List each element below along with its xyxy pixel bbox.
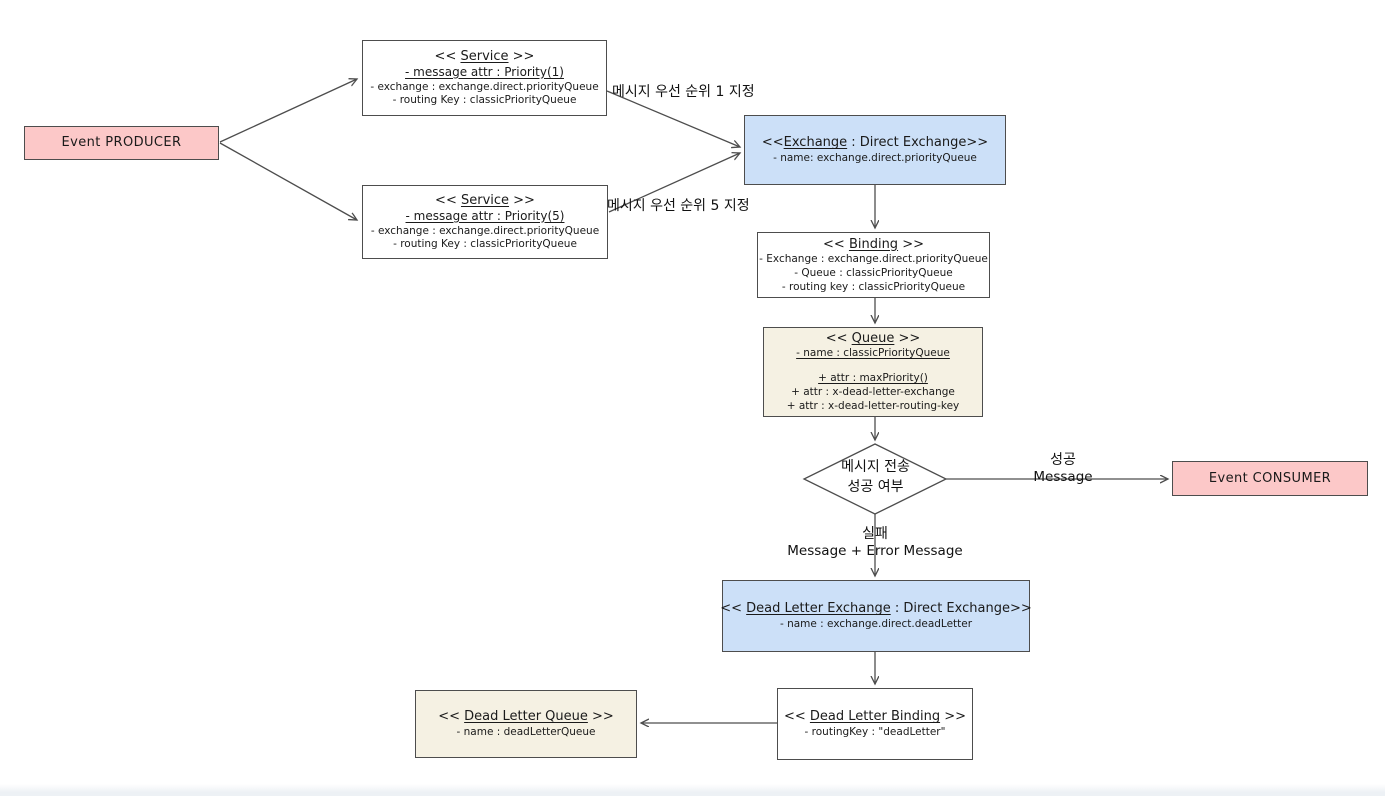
node-attr: - name : classicPriorityQueue	[796, 347, 950, 360]
stereotype-open: <<	[761, 135, 784, 151]
node-dead-letter-queue: << Dead Letter Queue >> - name : deadLet…	[415, 690, 637, 758]
edge-label-fail-top: 실패	[862, 526, 888, 542]
stereotype-open: <<	[438, 709, 465, 725]
node-label: Event CONSUMER	[1208, 470, 1332, 486]
stereotype-close: >>	[509, 192, 535, 208]
edge-label-success: 성공 Message	[1008, 449, 1118, 485]
node-name: Dead Letter Binding	[809, 709, 941, 725]
stereotype-open: <<	[825, 331, 852, 347]
node-name: Queue	[851, 331, 895, 347]
stereotype-open: <<	[783, 709, 810, 725]
node-title: <<Exchange : Direct Exchange>>	[762, 134, 988, 151]
node-title: << Dead Letter Exchange : Direct Exchang…	[720, 600, 1032, 617]
node-attr: - Queue : classicPriorityQueue	[794, 266, 953, 279]
node-title: << Queue >>	[826, 330, 921, 347]
node-queue: << Queue >> - name : classicPriorityQueu…	[763, 327, 983, 417]
node-attr: + attr : maxPriority()	[818, 372, 928, 385]
edge-label-fail: 실패 Message + Error Message	[725, 523, 1025, 559]
edge-label-priority1: 메시지 우선 순위 1 지정	[612, 84, 755, 100]
node-dead-letter-binding: << Dead Letter Binding >> - routingKey :…	[777, 688, 973, 760]
stereotype-open: <<	[720, 601, 747, 617]
decision-line1: 메시지 전송	[841, 459, 910, 475]
node-service-priority1: << Service >> - message attr : Priority(…	[362, 40, 607, 116]
stereotype-close: >>	[898, 236, 924, 252]
node-name: Dead Letter Exchange	[746, 601, 891, 617]
decision-diamond	[802, 443, 948, 515]
node-attr: - exchange : exchange.direct.priorityQue…	[370, 80, 599, 93]
node-title: << Binding >>	[823, 236, 924, 253]
stereotype-close: >>	[587, 709, 614, 725]
arrow-producer-to-service2	[219, 142, 357, 220]
node-name: Binding	[848, 236, 899, 252]
node-name: Dead Letter Queue	[464, 709, 588, 725]
stereotype-close: >>	[508, 48, 535, 64]
node-name: Service	[460, 192, 510, 208]
edge-label-priority5: 메시지 우선 순위 5 지정	[607, 198, 750, 214]
node-service-priority5: << Service >> - message attr : Priority(…	[362, 185, 608, 259]
stereotype-close: >>	[940, 709, 966, 725]
node-attr: - name: exchange.direct.priorityQueue	[773, 151, 977, 164]
node-attr: + attr : x-dead-letter-routing-key	[786, 399, 960, 412]
node-title: << Dead Letter Binding >>	[784, 708, 966, 725]
node-attr: - routing Key : classicPriorityQueue	[392, 94, 577, 107]
stereotype-open: <<	[823, 236, 849, 252]
node-name: Exchange	[783, 135, 848, 151]
edge-label-success-top: 성공	[1050, 452, 1076, 468]
node-title: << Dead Letter Queue >>	[438, 708, 614, 725]
node-event-producer: Event PRODUCER	[24, 126, 219, 160]
arrow-producer-to-service1	[219, 79, 357, 143]
node-attr: - message attr : Priority(5)	[405, 208, 565, 223]
node-attr: - message attr : Priority(1)	[405, 64, 564, 79]
node-event-consumer: Event CONSUMER	[1172, 461, 1368, 496]
stereotype-open: <<	[435, 192, 461, 208]
arrow-service1-to-exchange	[606, 90, 740, 147]
stereotype-close: : Direct Exchange>>	[847, 135, 989, 151]
node-attr: - exchange : exchange.direct.priorityQue…	[370, 224, 600, 237]
node-attr: - name : exchange.direct.deadLetter	[779, 617, 973, 630]
stereotype-close: : Direct Exchange>>	[890, 601, 1032, 617]
node-attr: - name : deadLetterQueue	[456, 725, 596, 738]
arrow-service2-to-exchange	[608, 153, 740, 213]
node-title: << Service >>	[435, 192, 535, 209]
node-dead-letter-exchange: << Dead Letter Exchange : Direct Exchang…	[720, 580, 1032, 652]
node-attr: - routing key : classicPriorityQueue	[781, 280, 966, 293]
node-label: Event PRODUCER	[61, 135, 182, 151]
edge-label-success-bottom: Message	[1033, 469, 1093, 485]
node-attr: - Exchange : exchange.direct.priorityQue…	[759, 252, 988, 265]
decision-line2: 성공 여부	[847, 479, 904, 496]
stereotype-close: >>	[894, 331, 921, 347]
node-exchange: <<Exchange : Direct Exchange>> - name: e…	[744, 115, 1006, 185]
page-bottom-strip	[0, 784, 1385, 796]
node-title: << Service >>	[435, 48, 535, 65]
node-attr: + attr : x-dead-letter-exchange	[791, 386, 955, 399]
node-binding: << Binding >> - Exchange : exchange.dire…	[757, 232, 990, 298]
edge-label-fail-bottom: Message + Error Message	[787, 543, 963, 559]
node-name: Service	[460, 48, 509, 64]
stereotype-open: <<	[434, 48, 461, 64]
decision-label: 메시지 전송 성공 여부	[805, 457, 946, 498]
node-attr: - routing Key : classicPriorityQueue	[393, 238, 577, 251]
node-attr: - routingKey : "deadLetter"	[804, 725, 946, 738]
